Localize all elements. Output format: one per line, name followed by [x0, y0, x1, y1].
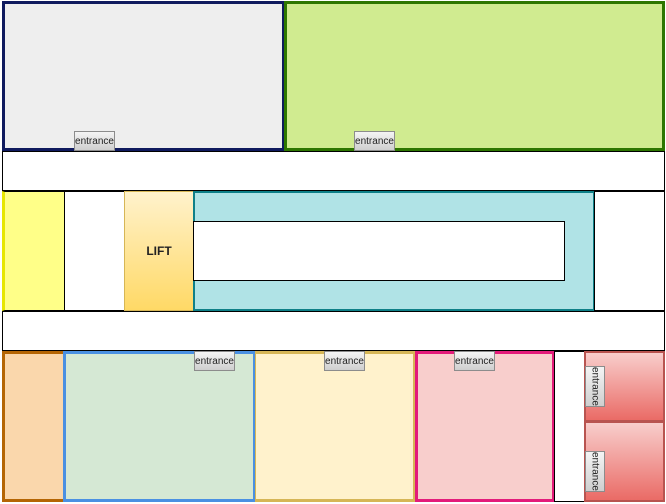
lift-label: LIFT [146, 244, 172, 258]
corridor-middle-right [594, 191, 665, 311]
corridor-top [2, 151, 665, 191]
entrance-bottom-pink[interactable]: entrance [454, 351, 495, 371]
room-top-right [284, 1, 665, 151]
room-green [63, 351, 256, 502]
entrance-top-right[interactable]: entrance [354, 131, 395, 151]
room-cream [255, 351, 416, 502]
room-pink [415, 351, 555, 502]
corridor-bottom-right [554, 351, 585, 502]
entrance-top-left[interactable]: entrance [74, 131, 115, 151]
entrance-right-upper[interactable]: entrance [585, 366, 605, 407]
entrance-right-lower[interactable]: entrance [585, 451, 605, 492]
entrance-bottom-cream[interactable]: entrance [324, 351, 365, 371]
corridor-middle-left [64, 191, 126, 311]
entrance-bottom-green[interactable]: entrance [194, 351, 235, 371]
corridor-bottom [2, 311, 665, 351]
room-orange [2, 351, 65, 502]
room-yellow [2, 191, 65, 311]
room-top-left [2, 1, 285, 151]
inner-white-block [193, 221, 565, 281]
lift: LIFT [124, 191, 194, 311]
